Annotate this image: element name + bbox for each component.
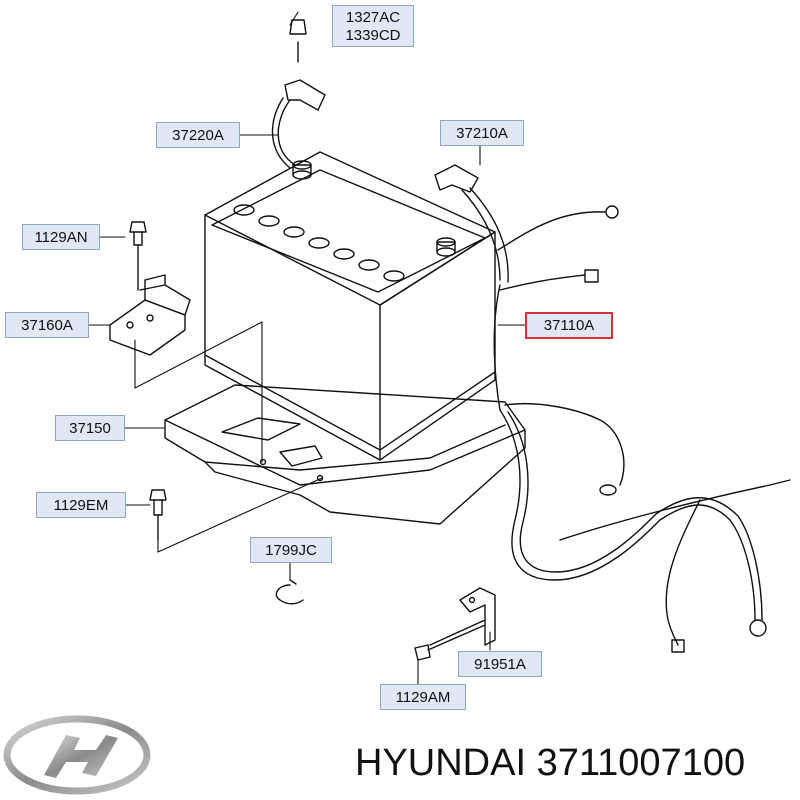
callout-bolt-tray: 1129EM (36, 492, 126, 518)
bracket-91951a (429, 587, 496, 646)
label-bracket: 91951A (474, 655, 526, 673)
label-negative-cable: 37210A (456, 124, 508, 142)
callout-bolt-top: 1129AN (22, 224, 100, 250)
bolt-1129an (129, 221, 147, 291)
label-nut-1: 1327AC (345, 8, 401, 26)
cable-harness (434, 164, 791, 653)
label-bolt-top: 1129AN (34, 228, 88, 246)
label-bolt-bracket: 1129AM (395, 688, 451, 706)
bolt-1129am (414, 624, 486, 661)
callout-nut: 1327AC 1339CD (332, 5, 414, 47)
leader-lines (87, 11, 526, 689)
callout-negative-cable: 37210A (440, 120, 524, 146)
label-tray: 37150 (69, 419, 111, 437)
callout-battery[interactable]: 37110A (525, 312, 613, 339)
battery-tray (164, 384, 526, 525)
callout-tray: 37150 (55, 415, 125, 441)
label-positive-cable: 37220A (172, 126, 224, 144)
hold-down-clamp (109, 274, 191, 356)
label-bolt-tray: 1129EM (53, 496, 109, 514)
callout-clip: 1799JC (250, 537, 332, 563)
label-clip: 1799JC (265, 541, 317, 559)
bolt-1129em (149, 489, 167, 541)
callout-positive-cable: 37220A (156, 122, 240, 148)
brand-part-number: HYUNDAI 3711007100 (355, 742, 746, 784)
callout-bolt-bracket: 1129AM (380, 684, 466, 710)
positive-cable (271, 19, 326, 169)
label-nut-2: 1339CD (345, 26, 401, 44)
clip-1799jc (275, 579, 304, 605)
label-clamp: 37160A (21, 316, 73, 334)
hyundai-logo (3, 715, 151, 795)
label-battery: 37110A (543, 317, 595, 334)
callout-clamp: 37160A (5, 312, 89, 338)
battery (204, 151, 496, 461)
callout-bracket: 91951A (458, 651, 542, 677)
